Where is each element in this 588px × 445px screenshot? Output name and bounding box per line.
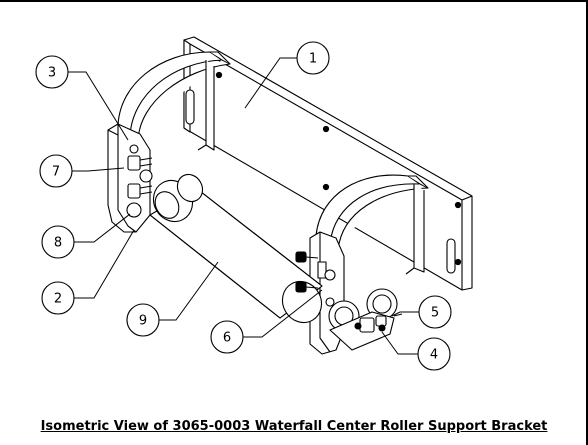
callout-3-label: 3 (48, 66, 56, 81)
callout-5: 5 (418, 295, 452, 329)
leader-2 (74, 229, 135, 299)
callout-1-label: 1 (309, 52, 317, 67)
leader-lines (68, 57, 419, 355)
callout-4-label: 4 (430, 348, 438, 363)
leader-6 (243, 289, 323, 338)
callout-8-label: 8 (54, 236, 62, 251)
callout-7: 7 (39, 154, 73, 188)
callout-3: 3 (35, 55, 69, 89)
callout-2-label: 2 (54, 292, 62, 307)
callout-8: 8 (41, 225, 75, 259)
callout-2: 2 (41, 281, 75, 315)
mounting-plate (183, 36, 473, 291)
callout-1: 1 (296, 41, 330, 75)
callout-9-label: 9 (139, 314, 147, 329)
leader-7 (72, 167, 125, 172)
drawing-caption: Isometric View of 3065-0003 Waterfall Ce… (40, 419, 548, 434)
leader-1 (244, 57, 297, 109)
callout-balloons: 1 2 3 4 5 6 7 8 (35, 41, 452, 371)
leader-5 (391, 311, 419, 317)
callout-6: 6 (210, 320, 244, 354)
callout-9: 9 (126, 303, 160, 337)
callout-4: 4 (417, 337, 451, 371)
callout-6-label: 6 (223, 331, 231, 346)
left-hardware (126, 144, 153, 218)
right-hardware (295, 251, 403, 351)
callout-5-label: 5 (431, 306, 439, 321)
leader-4 (381, 331, 418, 355)
bracket-assembly (107, 36, 473, 355)
leader-3 (68, 71, 129, 141)
frame-right-border (586, 0, 588, 445)
center-roller (149, 173, 323, 324)
leader-8 (74, 213, 131, 243)
leader-9 (159, 261, 219, 321)
frame-top-border (0, 0, 588, 2)
callout-7-label: 7 (52, 165, 60, 180)
